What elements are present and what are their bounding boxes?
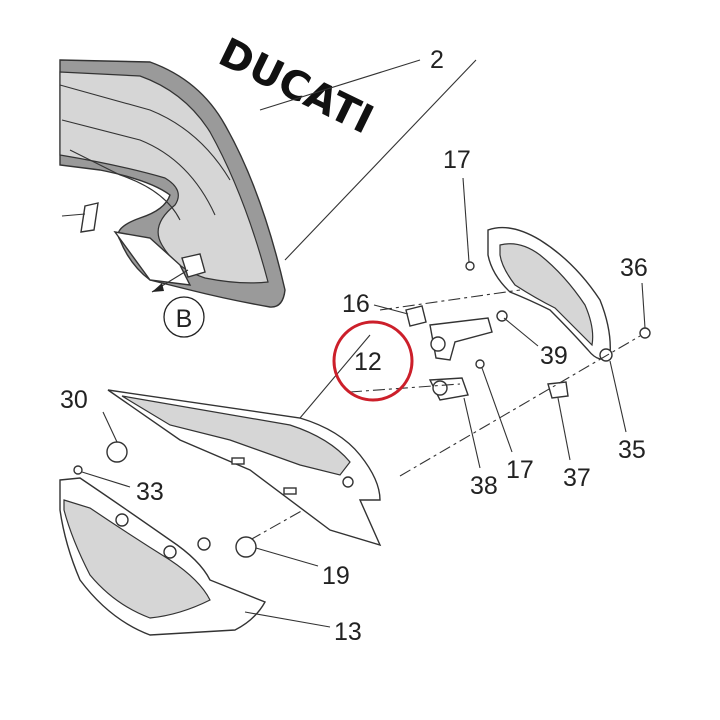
fairing-tab — [80, 202, 99, 233]
detail-b-label: B — [176, 305, 193, 333]
side-panel-part — [107, 389, 382, 547]
fairing-part — [59, 59, 286, 308]
callout-12: 12 — [354, 348, 382, 376]
callout-37: 37 — [563, 464, 591, 492]
callout-17-top: 17 — [443, 146, 471, 174]
callout-30: 30 — [60, 386, 88, 414]
screw-33 — [73, 465, 83, 475]
tail-light-part — [59, 477, 266, 636]
callout-39: 39 — [540, 342, 568, 370]
callouts: 2 17 36 16 12 39 30 35 17 38 37 33 19 13 — [60, 46, 648, 646]
callout-33: 33 — [136, 478, 164, 506]
callout-17-bottom: 17 — [506, 456, 534, 484]
brand-lettering: DUCATI — [212, 30, 381, 144]
callout-36: 36 — [620, 254, 648, 282]
callout-2: 2 — [430, 46, 444, 74]
grommet-30 — [106, 441, 128, 463]
center-bracket — [405, 261, 651, 401]
callout-35: 35 — [618, 436, 646, 464]
callout-13: 13 — [334, 618, 362, 646]
callout-16: 16 — [342, 290, 370, 318]
cap-19 — [235, 536, 257, 558]
bracket-housing — [487, 226, 613, 362]
detail-b-marker: B — [151, 269, 205, 338]
highlight-circle — [332, 320, 414, 402]
callout-19: 19 — [322, 562, 350, 590]
callout-38: 38 — [470, 472, 498, 500]
